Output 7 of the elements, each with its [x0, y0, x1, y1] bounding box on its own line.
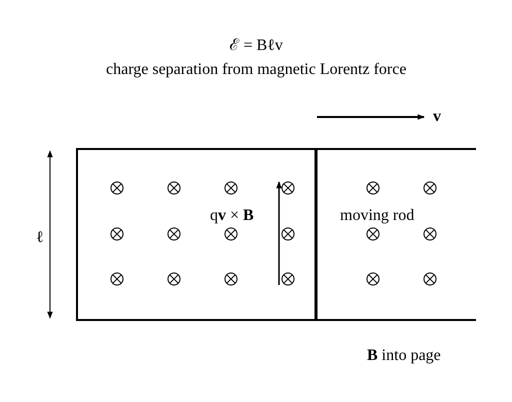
subtitle: charge separation from magnetic Lorentz force	[106, 61, 406, 79]
velocity-label: v	[433, 108, 441, 126]
force-label: qv × B	[210, 207, 254, 225]
equation-title: ℰ = Bℓv	[230, 37, 283, 55]
field-label: B into page	[367, 347, 441, 365]
length-label: ℓ	[36, 229, 44, 247]
rod-label: moving rod	[340, 207, 414, 225]
